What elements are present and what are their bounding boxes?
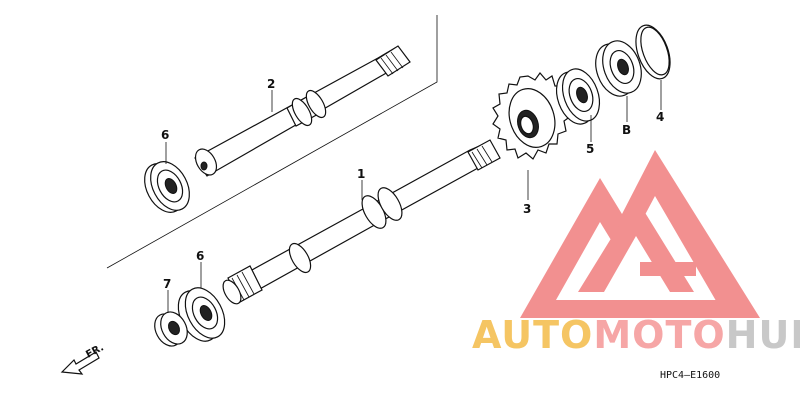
bearing-part-5: [555, 68, 601, 125]
snap-ring-part-4: [635, 24, 671, 80]
watermark-brand: AUTOMOTOHUB: [472, 313, 800, 357]
callout-B: B: [622, 123, 631, 137]
bearing-part-B: [595, 40, 642, 97]
logo-outer-triangle: [520, 150, 760, 318]
gear-part-3: [492, 72, 572, 160]
panel-divider-line: [106, 15, 438, 269]
front-direction-indicator: FR.: [60, 342, 106, 375]
callout-2: 2: [267, 77, 275, 91]
drawing-code: HPC4—E1600: [660, 370, 720, 381]
watermark-moto: MOTO: [593, 313, 725, 357]
callout-4: 4: [656, 110, 664, 124]
logo-inner-bar: [640, 262, 696, 276]
automotohub-logo-icon: [520, 150, 760, 318]
front-arrow-icon: [60, 351, 100, 375]
callout-1: 1: [357, 167, 365, 181]
callout-6-upper: 6: [161, 128, 169, 142]
watermark-auto: AUTO: [472, 313, 593, 357]
bearing-part-7: [154, 311, 188, 347]
main-shaft-part-1: [222, 139, 501, 305]
callout-7: 7: [163, 277, 171, 291]
leader-lines: [165, 80, 662, 313]
bearing-part-6-upper: [144, 161, 190, 213]
callout-5: 5: [586, 142, 594, 156]
callout-3: 3: [523, 202, 531, 216]
upper-shaft-part-2: [194, 45, 411, 177]
callout-6-lower: 6: [196, 249, 204, 263]
watermark-hub: HUB: [726, 313, 800, 357]
